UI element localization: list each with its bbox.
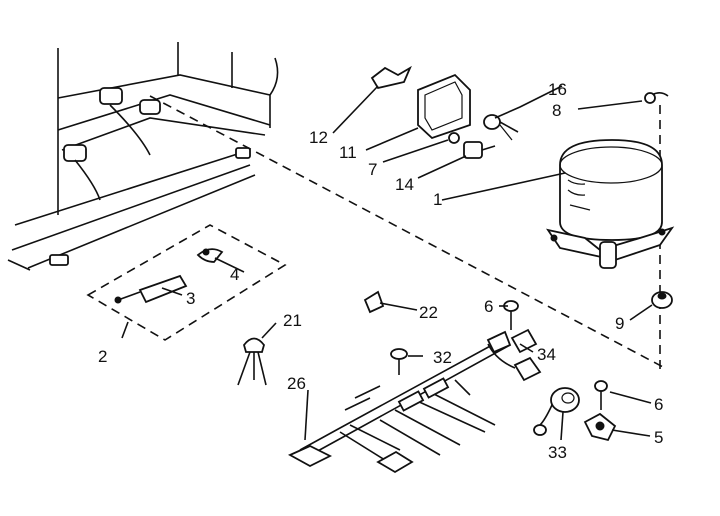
overload-protector xyxy=(533,387,580,436)
screw-6-lower xyxy=(594,380,608,410)
callout-33: 33 xyxy=(548,443,567,462)
callout-8: 8 xyxy=(552,101,561,120)
compressor xyxy=(546,139,675,269)
callout-12: 12 xyxy=(309,128,328,147)
callout-32: 32 xyxy=(433,348,452,367)
callout-1: 1 xyxy=(433,190,442,209)
callout-26: 26 xyxy=(287,374,306,393)
capacitor-part xyxy=(114,274,188,304)
callout-3: 3 xyxy=(186,289,195,308)
callout-22: 22 xyxy=(419,303,438,322)
screw-32 xyxy=(390,348,408,375)
callout-16: 16 xyxy=(548,80,567,99)
relay-nut xyxy=(448,132,460,144)
callout-6-upper: 6 xyxy=(484,297,493,316)
tube-fitting xyxy=(644,92,669,104)
overload-relay xyxy=(463,141,496,159)
clamp-5 xyxy=(583,412,617,442)
callouts: 1 2 3 4 5 6 6 7 8 9 11 12 14 16 21 22 26… xyxy=(98,80,663,462)
callout-14: 14 xyxy=(395,175,414,194)
callout-21: 21 xyxy=(283,311,302,330)
callout-2: 2 xyxy=(98,347,107,366)
callout-7: 7 xyxy=(368,160,377,179)
callout-34: 34 xyxy=(537,345,556,364)
callout-4: 4 xyxy=(230,265,239,284)
mounting-dashed-line xyxy=(149,95,666,369)
rubber-grommet xyxy=(651,291,673,309)
capacitor-kit-box xyxy=(86,224,287,341)
callout-11: 11 xyxy=(339,143,357,162)
leader-lines xyxy=(121,85,653,441)
ground-bracket xyxy=(510,328,538,354)
callout-6-lower: 6 xyxy=(654,395,663,414)
callout-5: 5 xyxy=(654,428,663,447)
callout-9: 9 xyxy=(615,314,624,333)
relay-cover xyxy=(417,73,471,140)
wire-clip-22 xyxy=(363,290,385,314)
cabinet-base xyxy=(7,42,279,271)
relay-cover-clip xyxy=(370,65,412,90)
insulator-21 xyxy=(237,337,267,386)
wiring-harness xyxy=(287,330,542,474)
thermal-protector xyxy=(483,114,519,141)
